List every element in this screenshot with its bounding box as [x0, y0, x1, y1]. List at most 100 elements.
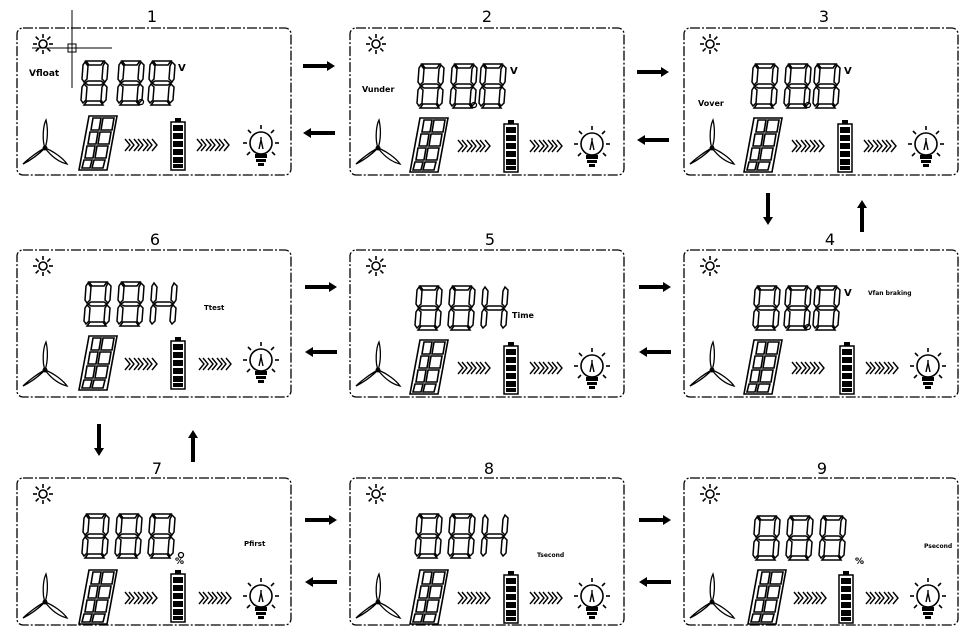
battery-icon: [503, 341, 519, 395]
sun-icon: [699, 33, 721, 55]
solar-panel-icon: [743, 117, 783, 173]
screen-8-number: 8: [484, 459, 494, 478]
screen-6-number: 6: [150, 230, 160, 249]
screen-5-number: 5: [485, 230, 495, 249]
screen-2-number: 2: [482, 7, 492, 26]
screen-8: Tsecond: [349, 477, 625, 626]
screen-3-number: 3: [819, 7, 829, 26]
flow-chevrons-icon: [124, 591, 158, 605]
light-bulb-icon: [573, 125, 611, 168]
light-bulb-icon: [242, 341, 280, 384]
wind-turbine-icon: [689, 573, 735, 619]
light-bulb-icon: [242, 124, 280, 167]
light-bulb-icon: [573, 347, 611, 390]
screen-5: Time: [349, 249, 625, 398]
screen-9-unit: %: [855, 557, 864, 567]
flow-chevrons-icon: [863, 139, 897, 153]
screen-7-number: 7: [152, 459, 162, 478]
arrow-right-icon: [639, 282, 671, 292]
sun-icon: [699, 483, 721, 505]
screen-7-digits: [81, 513, 185, 559]
screen-3-digits: [750, 63, 841, 109]
screen-3: Vover V: [683, 27, 959, 176]
arrow-down-icon: [763, 193, 773, 225]
sun-icon: [32, 483, 54, 505]
screen-4-digits: [752, 285, 841, 331]
sun-icon: [32, 33, 54, 55]
flow-chevrons-icon: [124, 138, 158, 152]
screen-4-number: 4: [825, 230, 835, 249]
flow-chevrons-icon: [124, 357, 158, 371]
screen-2-digits: [416, 63, 507, 109]
screen-9: % Psecond: [683, 477, 959, 626]
flow-chevrons-icon: [457, 139, 491, 153]
solar-panel-icon: [409, 339, 449, 395]
solar-panel-icon: [78, 569, 118, 625]
screen-2: Vunder V: [349, 27, 625, 176]
light-bulb-icon: [573, 577, 611, 620]
wind-turbine-icon: [22, 119, 68, 165]
arrow-down-icon: [94, 424, 104, 456]
screen-8-label: Tsecond: [537, 552, 564, 559]
arrow-up-icon: [188, 430, 198, 462]
wind-turbine-icon: [689, 341, 735, 387]
screen-2-unit: V: [510, 66, 518, 77]
solar-panel-icon: [409, 569, 449, 625]
screen-2-label: Vunder: [362, 85, 394, 94]
flow-chevrons-icon: [791, 139, 825, 153]
arrow-left-icon: [639, 577, 671, 587]
screen-7-label: Pfirst: [244, 540, 266, 548]
arrow-right-icon: [637, 67, 669, 77]
screen-1-unit: V: [178, 63, 186, 74]
sun-icon: [365, 255, 387, 277]
flow-chevrons-icon: [457, 591, 491, 605]
battery-icon: [170, 336, 186, 390]
screen-9-label: Psecond: [924, 543, 952, 550]
screen-1: Vfloat V: [16, 10, 292, 176]
sun-icon: [365, 33, 387, 55]
solar-panel-icon: [78, 335, 118, 391]
arrow-right-icon: [303, 61, 335, 71]
flow-chevrons-icon: [198, 591, 232, 605]
battery-icon: [503, 570, 519, 624]
screen-6-digits: [83, 281, 178, 327]
screen-5-digits: [414, 285, 509, 331]
screen-4-label: Vfan braking: [868, 290, 912, 297]
screen-5-label: Time: [512, 311, 535, 320]
light-bulb-icon: [909, 577, 947, 620]
arrow-right-icon: [639, 515, 671, 525]
battery-icon: [170, 569, 186, 623]
screen-8-digits: [414, 513, 509, 559]
battery-icon: [839, 341, 855, 395]
arrow-left-icon: [305, 577, 337, 587]
arrow-left-icon: [305, 347, 337, 357]
arrow-left-icon: [639, 347, 671, 357]
arrow-up-icon: [857, 200, 867, 232]
wind-turbine-icon: [355, 573, 401, 619]
screen-6-label: Ttest: [204, 304, 225, 312]
flow-chevrons-icon: [865, 591, 899, 605]
flow-chevrons-icon: [793, 591, 827, 605]
screen-6: Ttest: [16, 249, 292, 398]
arrow-left-icon: [637, 135, 669, 145]
flow-chevrons-icon: [529, 591, 563, 605]
light-bulb-icon: [242, 577, 280, 620]
light-bulb-icon: [907, 125, 945, 168]
screen-7-unit: %: [175, 557, 184, 567]
screen-1-digits: [80, 60, 176, 106]
battery-icon: [838, 570, 854, 624]
screen-4-unit: V: [844, 288, 852, 299]
arrow-right-icon: [305, 282, 337, 292]
sun-icon: [699, 255, 721, 277]
sun-icon: [32, 255, 54, 277]
wind-turbine-icon: [22, 573, 68, 619]
battery-icon: [837, 119, 853, 173]
arrow-right-icon: [305, 515, 337, 525]
wind-turbine-icon: [355, 119, 401, 165]
flow-chevrons-icon: [196, 138, 230, 152]
flow-chevrons-icon: [198, 357, 232, 371]
flow-chevrons-icon: [529, 139, 563, 153]
flow-chevrons-icon: [791, 361, 825, 375]
screen-9-number: 9: [817, 459, 827, 478]
